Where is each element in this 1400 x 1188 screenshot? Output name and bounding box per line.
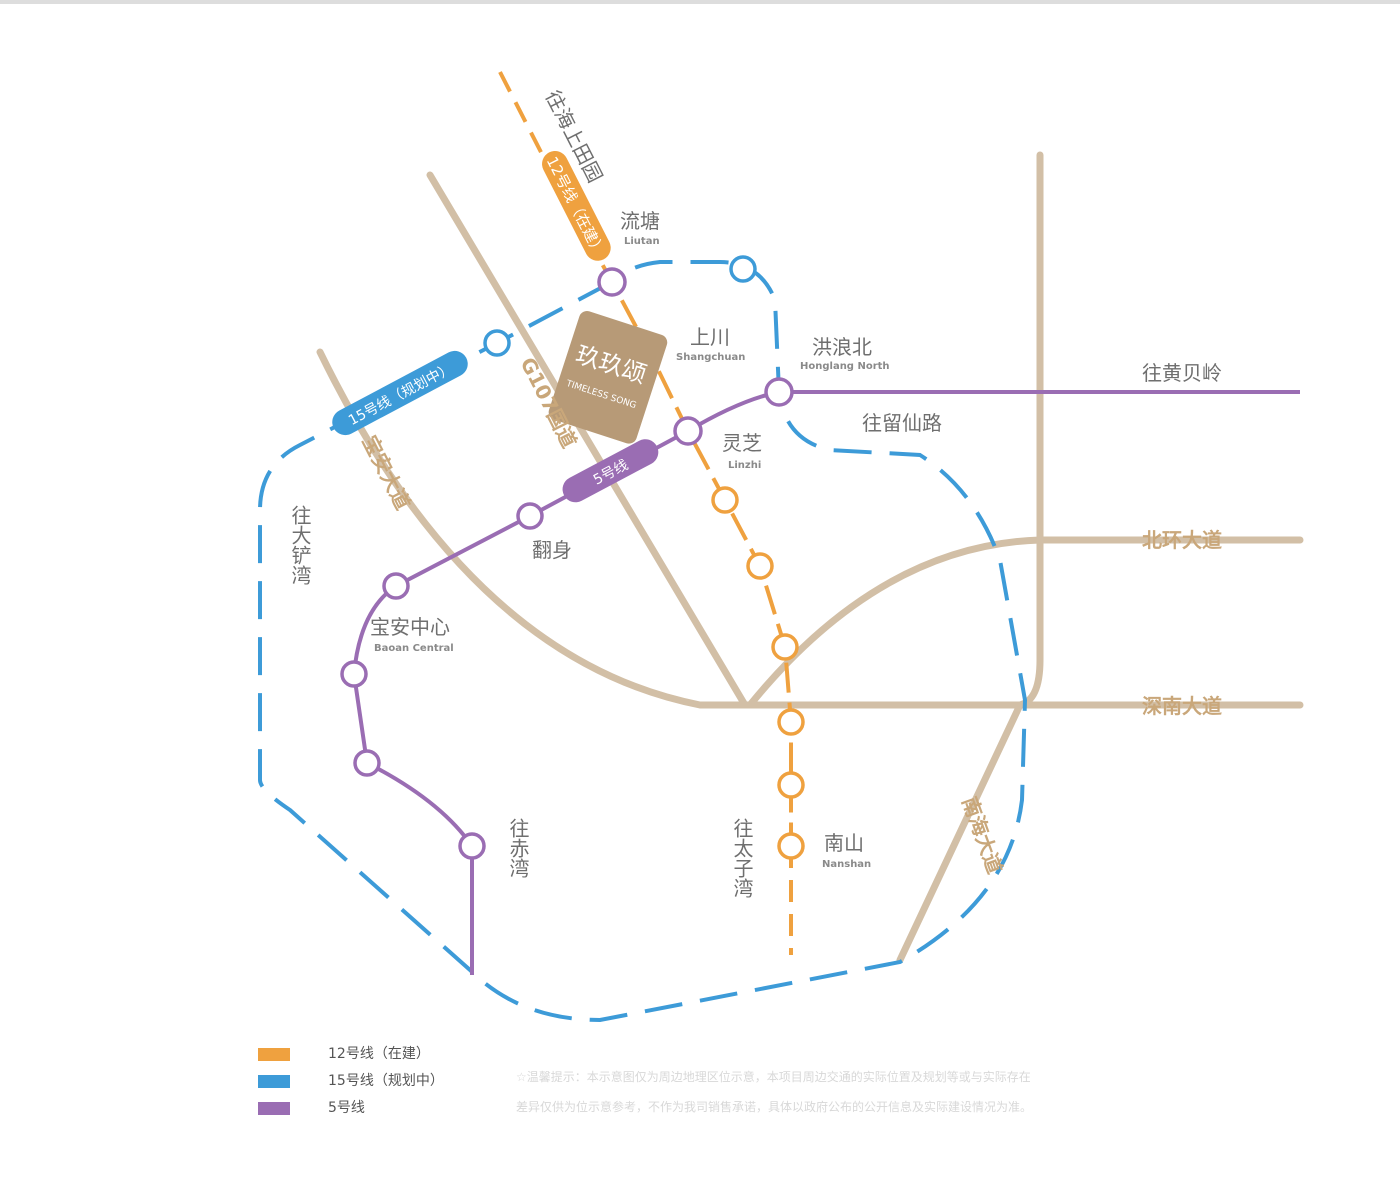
station-blue [729,255,757,283]
station-honglang-north: 洪浪北 [812,335,872,359]
project-logo: 玖玖颂 TIMELESS SONG [548,310,668,444]
line15-route [258,260,1028,1023]
svg-text:Liutan: Liutan [624,236,660,247]
line5-route [351,390,1300,975]
station-baoan-central: 宝安中心 [370,615,450,639]
legend-swatch-blue [258,1074,290,1088]
station-purple [458,832,486,860]
road-g107 [426,171,749,709]
station-purple [382,572,410,600]
road-vertical-east [1016,151,1044,709]
legend-swatch-orange [258,1047,290,1061]
road-label-baoan: 宝安大道 [358,431,416,513]
top-border [0,0,1400,4]
svg-text:Nanshan: Nanshan [822,859,871,870]
station-purple [673,416,703,446]
station-liutan: 流塘 [620,209,660,233]
station-purple [340,660,368,688]
direction-taiziwan: 往太子湾 [730,818,754,898]
road-baoan-shennan [316,348,1304,709]
station-orange [777,832,805,860]
road-label-nanhai: 南海大道 [957,794,1007,877]
station-orange [777,708,805,736]
road-nanhai [896,701,1024,964]
line5-pill [562,439,659,503]
station-blue [483,329,511,357]
legend-line12: 12号线（在建） [258,1043,430,1063]
station-orange [746,552,774,580]
disclaimer-line-2: 差异仅供为位示意参考，不作为我司销售承诺，具体以政府公布的公开信息及实际建设情况… [516,1100,1033,1114]
direction-huangbeiling: 往黄贝岭 [1142,361,1222,385]
station-fanshen: 翻身 [532,538,572,562]
line12-pill [542,150,611,261]
station-orange [711,486,739,514]
line15-pill-label: 15号线（规划中） [346,361,456,430]
road-label-shennan: 深南大道 [1142,694,1222,718]
station-nanshan: 南山 [824,831,864,855]
svg-text:Baoan Central: Baoan Central [374,643,454,654]
road-label-beihuan: 北环大道 [1142,528,1222,552]
station-purple [516,502,544,530]
legend-swatch-purple [258,1101,290,1115]
line12-north-dashed [498,71,547,161]
svg-text:Honglang North: Honglang North [800,361,890,372]
station-orange [777,771,805,799]
legend-line15: 15号线（规划中） [258,1070,444,1090]
svg-text:Linzhi: Linzhi [728,460,761,471]
station-purple [764,377,794,407]
line15-pill [332,350,468,436]
direction-liuxian: 往留仙路 [862,411,942,435]
road-beihuan [746,536,1304,709]
direction-dachanwan: 往大铲湾 [288,505,312,585]
station-linzhi: 灵芝 [722,431,762,455]
disclaimer-line-1: ☆温馨提示：本示意图仅为周边地理区位示意，本项目周边交通的实际位置及规划等或与实… [516,1070,1031,1084]
station-purple [353,749,381,777]
station-shangchuan: 上川 [690,325,730,349]
svg-text:Shangchuan: Shangchuan [676,352,745,363]
station-purple [597,267,627,297]
direction-chiwan: 往赤湾 [506,818,530,878]
legend-line5: 5号线 [258,1097,365,1117]
station-orange [771,633,799,661]
